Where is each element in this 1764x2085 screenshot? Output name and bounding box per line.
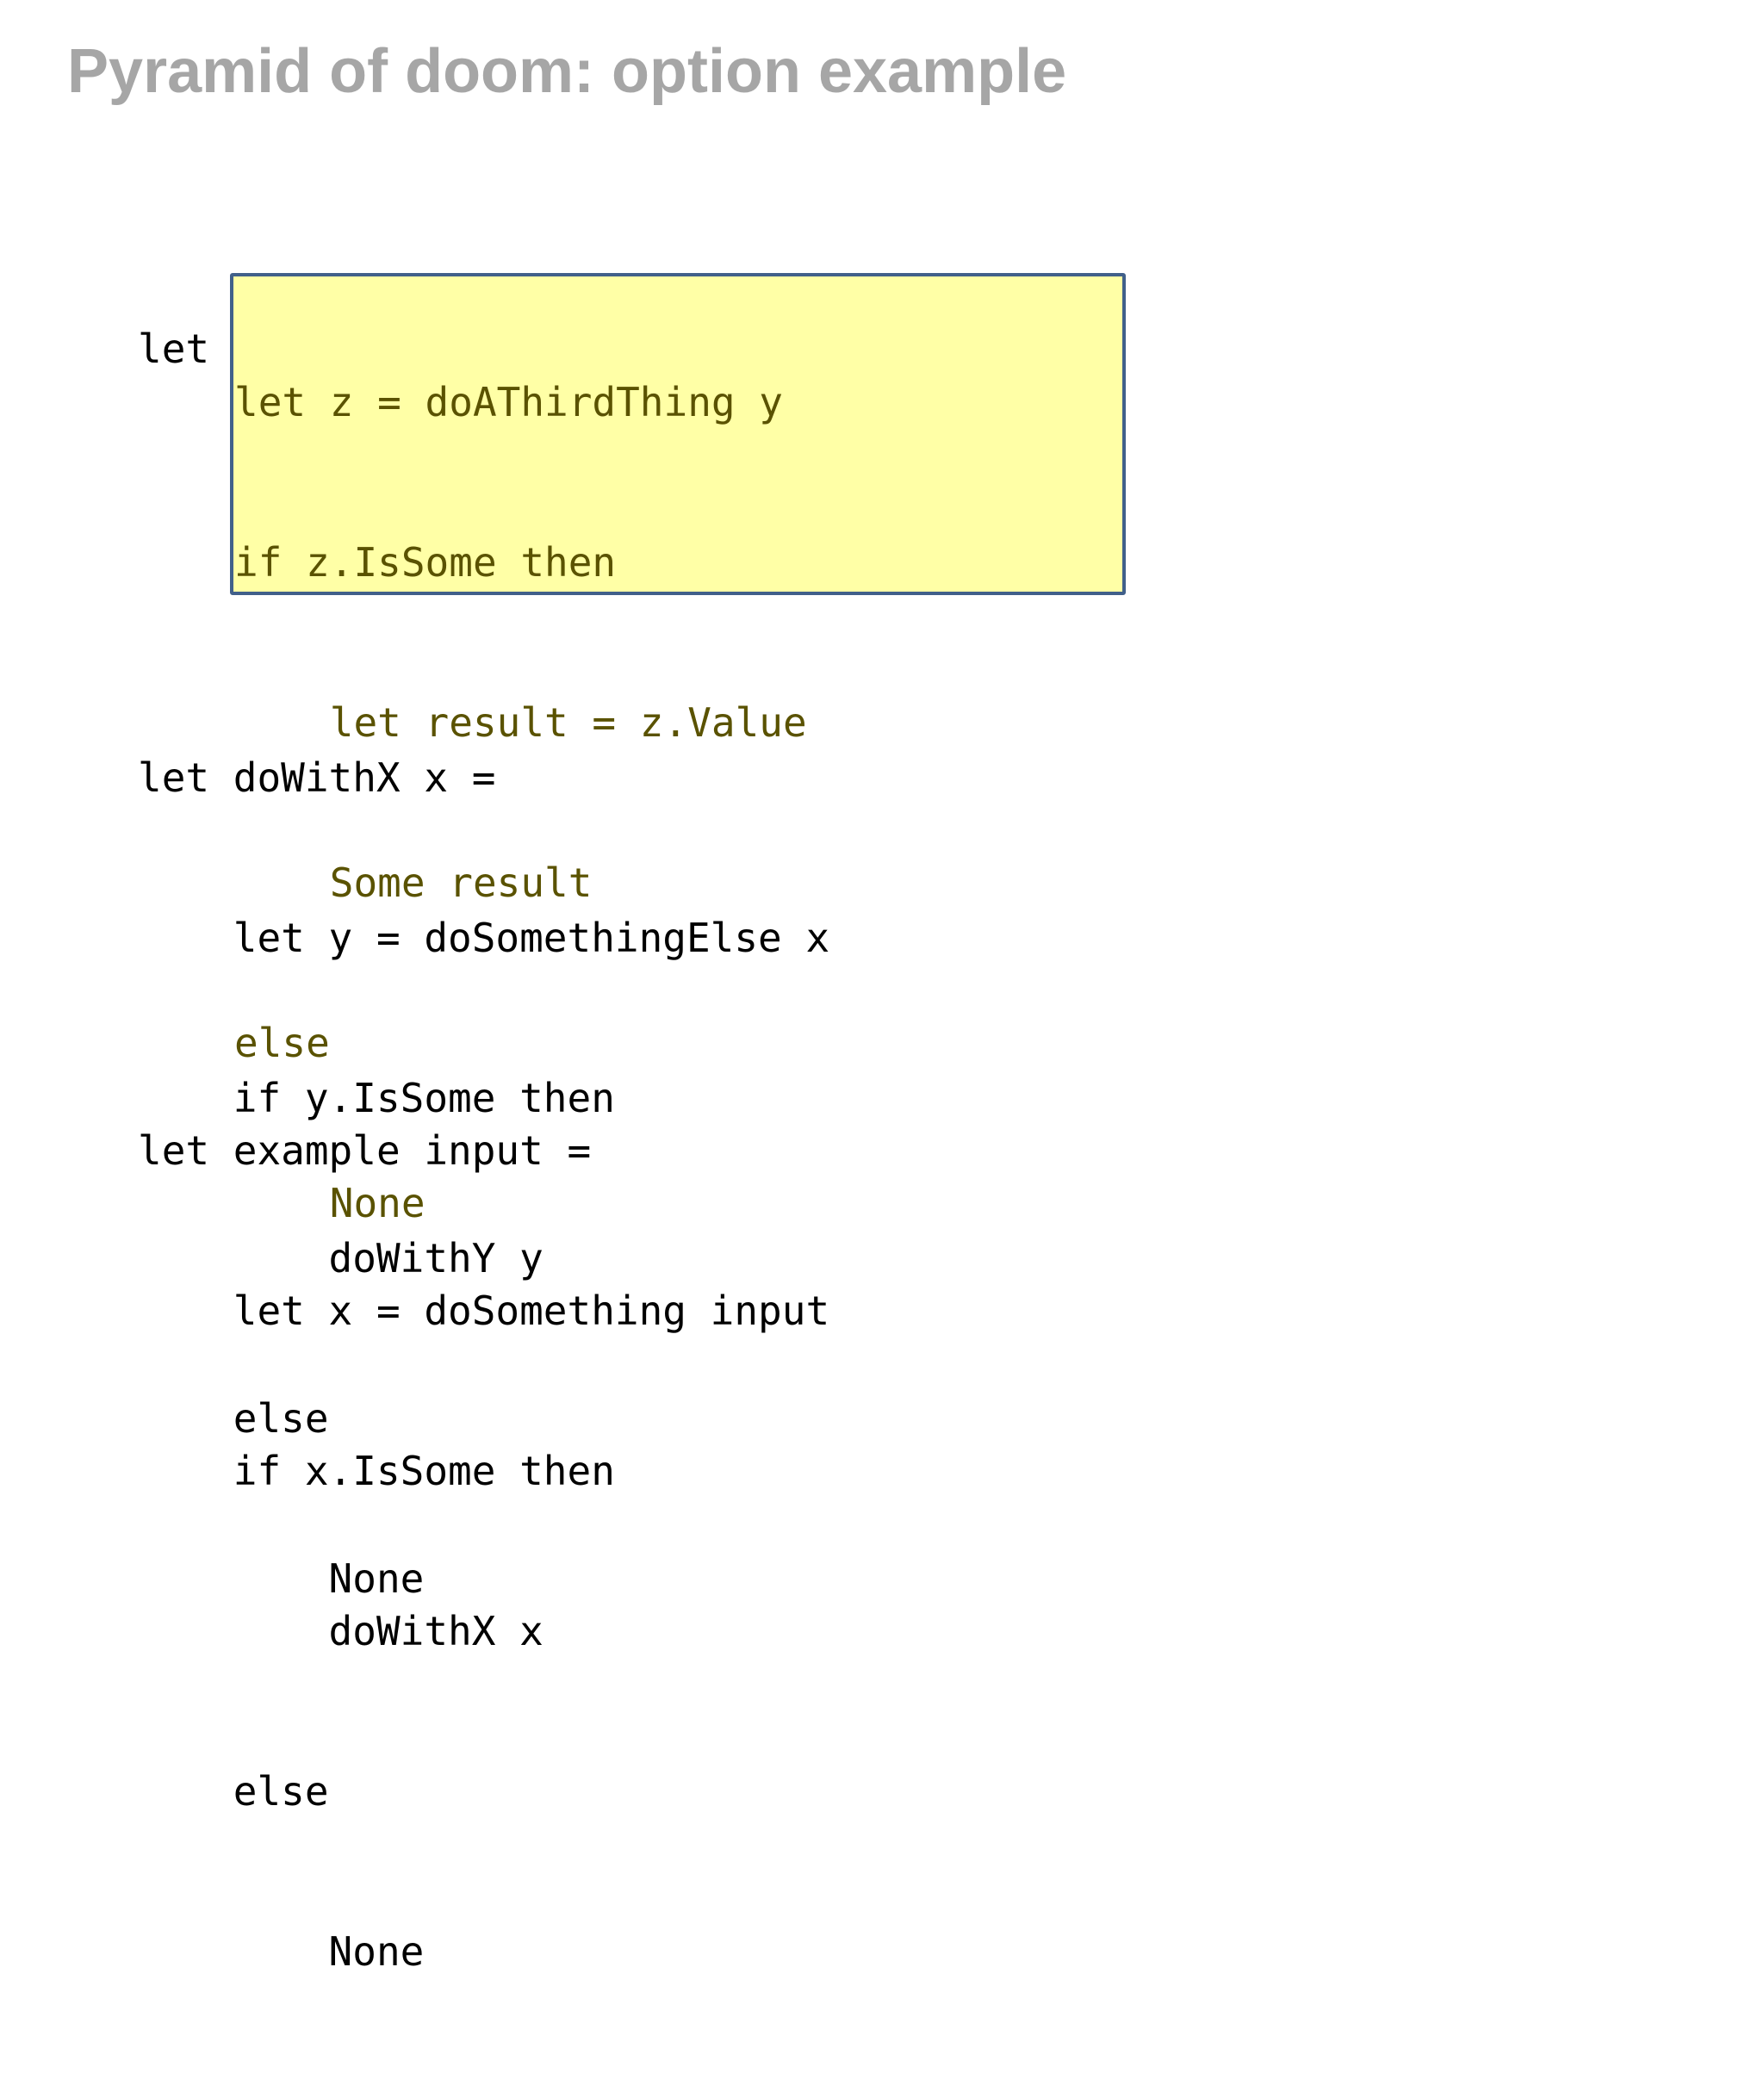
code-line: let result = z.Value bbox=[234, 699, 807, 746]
code-block-example: let example input = let x = doSomething … bbox=[138, 1017, 829, 2085]
code-line: let example input = bbox=[138, 1127, 592, 1174]
code-block-do-with-x: let doWithX x = let y = doSomethingElse … bbox=[138, 644, 829, 1712]
slide-title: Pyramid of doom: option example bbox=[67, 37, 1067, 106]
code-line: if x.IsSome then bbox=[138, 1448, 615, 1494]
code-line: if z.IsSome then bbox=[234, 539, 617, 586]
code-line: let y = doSomethingElse x bbox=[138, 915, 830, 961]
highlighted-code-block: let z = doAThirdThing y if z.IsSome then… bbox=[234, 269, 807, 1337]
slide: Pyramid of doom: option example let doWi… bbox=[67, 37, 1126, 1975]
code-line: doWithY y bbox=[138, 1235, 543, 1281]
code-line: else bbox=[234, 1020, 330, 1066]
code-line: Some result bbox=[234, 859, 593, 906]
code-line: if y.IsSome then bbox=[138, 1075, 615, 1121]
code-line: None bbox=[234, 1180, 425, 1226]
code-line: doWithX x bbox=[138, 1608, 543, 1654]
code-line: let doWithX x = bbox=[138, 754, 496, 801]
code-line: let z = doAThirdThing y bbox=[234, 379, 783, 425]
highlight-box bbox=[230, 273, 1126, 595]
code-line: None bbox=[138, 1928, 425, 1975]
code-line: else bbox=[138, 1768, 329, 1815]
code-line: let x = doSomething input bbox=[138, 1288, 830, 1334]
